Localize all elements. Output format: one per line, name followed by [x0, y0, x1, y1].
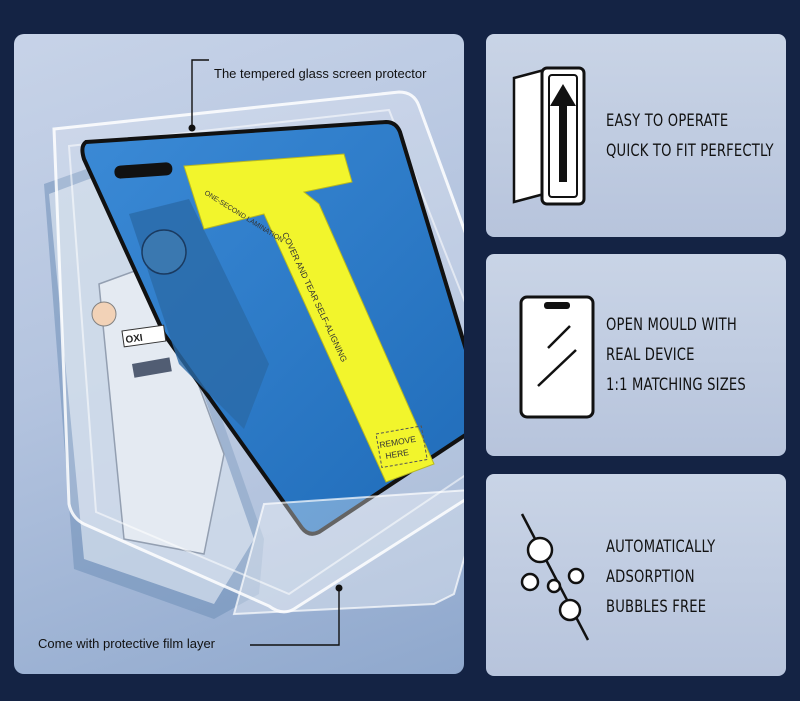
protective-film — [232, 489, 464, 616]
callout-line-film — [250, 588, 340, 646]
feature-line: AUTOMATICALLY — [606, 537, 716, 557]
callout-line-glass — [191, 59, 209, 128]
feature-line: ADSORPTION — [606, 567, 695, 587]
feature-line: REAL DEVICE — [606, 345, 695, 365]
feature-text-easy: EASY TO OPERATE QUICK TO FIT PERFECTLY — [606, 106, 800, 166]
yellow-sticker — [183, 153, 435, 483]
feature-line: EASY TO OPERATE — [606, 111, 729, 131]
callout-glass-label: The tempered glass screen protector — [214, 66, 427, 81]
arrow-up-icon — [512, 66, 586, 206]
remove-here-label-2: HERE — [385, 447, 410, 461]
feature-line: OPEN MOULD WITH — [606, 315, 737, 335]
callout-film-label: Come with protective film layer — [38, 636, 215, 651]
feature-line: QUICK TO FIT PERFECTLY — [606, 141, 774, 161]
feature-card-easy: EASY TO OPERATE QUICK TO FIT PERFECTLY — [486, 34, 786, 237]
feature-line: 1:1 MATCHING SIZES — [606, 375, 746, 395]
feature-card-bubbles: AUTOMATICALLY ADSORPTION BUBBLES FREE — [486, 474, 786, 676]
feature-text-mould: OPEN MOULD WITH REAL DEVICE 1:1 MATCHING… — [606, 310, 769, 400]
screen-protector-illustration: ONE-SECOND LAMINATION COVER AND TEAR SEL… — [44, 59, 464, 646]
product-image-panel: ONE-SECOND LAMINATION COVER AND TEAR SEL… — [14, 34, 464, 674]
feature-line: BUBBLES FREE — [606, 597, 707, 617]
oxi-label: OXI — [125, 333, 144, 346]
phone-outline-icon — [519, 295, 595, 419]
feature-text-bubbles: AUTOMATICALLY ADSORPTION BUBBLES FREE — [606, 532, 733, 622]
bubbles-icon — [520, 513, 590, 641]
feature-card-mould: OPEN MOULD WITH REAL DEVICE 1:1 MATCHING… — [486, 254, 786, 456]
